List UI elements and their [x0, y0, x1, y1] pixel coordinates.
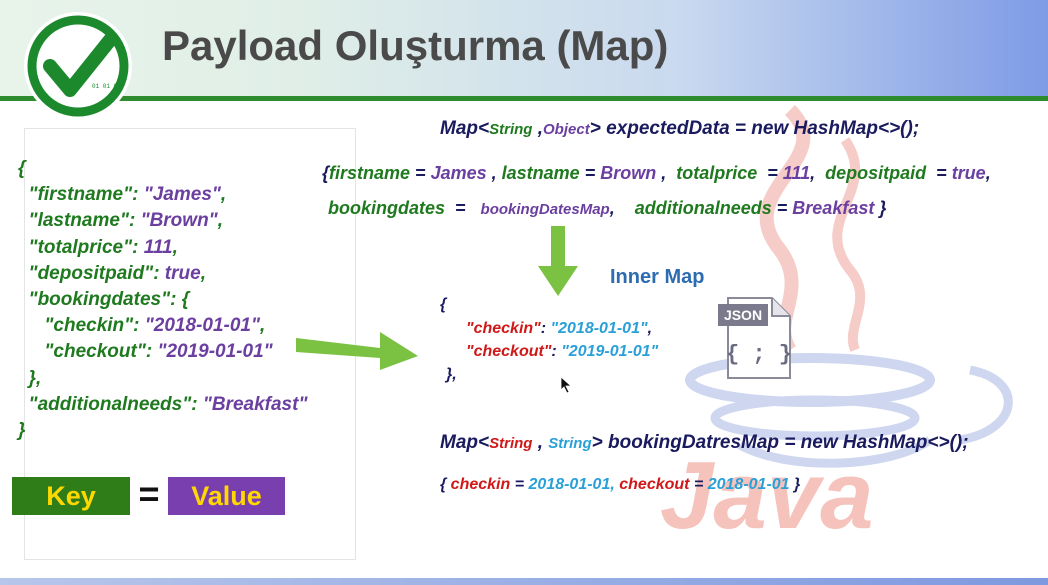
- outer-key-additionalneeds: additionalneeds: [634, 198, 772, 218]
- inner-val-checkout: "2019-01-01": [561, 343, 659, 360]
- inner-map-declaration: Map<String , String> bookingDatresMap = …: [440, 432, 969, 454]
- inner-flat-val-checkin: 2018-01-01,: [528, 476, 615, 493]
- inner-map-checkout: "checkout": "2019-01-01": [466, 343, 659, 360]
- outer-key-lastname: lastname: [501, 163, 580, 183]
- decl-type-object: Object: [543, 121, 590, 138]
- json-key: },: [18, 367, 42, 389]
- json-line: }: [18, 418, 307, 444]
- decl-map: Map<: [440, 118, 490, 139]
- inner-decl-rest: > bookingDatresMap = new HashMap<>();: [591, 432, 969, 453]
- java-logo-watermark: Java: [660, 105, 1013, 549]
- json-line: "checkout": "2019-01-01": [18, 339, 307, 365]
- json-line: "totalprice": 111,: [18, 236, 178, 258]
- outer-map-close: }: [879, 198, 887, 218]
- json-icon-glyph: { ; }: [726, 342, 792, 367]
- outer-val-depositpaid: true: [951, 163, 986, 183]
- logo-digits: 01 01 01: [92, 83, 121, 90]
- decl-comma: ,: [532, 118, 544, 139]
- page-title: Payload Oluşturma (Map): [162, 22, 669, 69]
- json-value: true: [164, 262, 201, 284]
- json-line: "additionalneeds": "Breakfast": [18, 392, 308, 418]
- outer-val-bookingdates: bookingDatesMap: [480, 201, 610, 218]
- inner-map-open: {: [440, 296, 447, 313]
- json-key: "lastname":: [18, 210, 141, 232]
- json-key: "checkout":: [18, 341, 158, 363]
- outer-map-declaration: Map<String ,Object> expectedData = new H…: [440, 118, 919, 140]
- json-value: "2019-01-01": [157, 341, 273, 363]
- down-arrow-icon: [538, 226, 578, 296]
- inner-flat-key-checkin: checkin: [450, 476, 511, 493]
- json-key: "totalprice":: [18, 236, 144, 258]
- json-value: "2018-01-01": [144, 315, 260, 337]
- decl-type-string: String: [489, 121, 533, 138]
- inner-flat-key-checkout: checkout: [619, 476, 690, 493]
- outer-val-totalprice: 111: [782, 163, 811, 183]
- inner-flat-close: }: [794, 476, 801, 493]
- json-file-icon: JSON { ; }: [718, 297, 792, 379]
- inner-decl-map: Map<: [440, 432, 490, 453]
- outer-val-firstname: James: [430, 163, 487, 183]
- json-value: "James": [143, 184, 221, 206]
- json-line: "depositpaid": true,: [18, 262, 206, 284]
- json-key: "depositpaid":: [18, 262, 165, 284]
- json-payload: { "firstname": "James", "lastname": "Bro…: [18, 156, 307, 444]
- header-banner: [0, 0, 1048, 96]
- outer-val-lastname: Brown: [600, 163, 657, 183]
- json-frame: [24, 128, 356, 560]
- json-key: }: [18, 420, 26, 442]
- json-line: },: [18, 366, 307, 392]
- decl-rest: > expectedData = new HashMap<>();: [589, 118, 920, 139]
- inner-decl-type2: String: [548, 435, 592, 452]
- outer-map-line-2: bookingdates = bookingDatesMap, addition…: [328, 198, 887, 218]
- inner-decl-comma: ,: [532, 432, 549, 453]
- inner-decl-type1: String: [489, 435, 533, 452]
- json-line: {: [18, 156, 307, 182]
- json-key: {: [18, 158, 26, 179]
- json-key: "bookingdates":: [18, 289, 182, 311]
- json-value: "Breakfast": [202, 393, 308, 415]
- json-icon-label: JSON: [724, 307, 762, 323]
- footer-bar: [0, 578, 1048, 585]
- java-watermark-text: Java: [660, 442, 874, 549]
- inner-val-checkin: "2018-01-01": [550, 320, 648, 337]
- inner-flat-open: {: [440, 476, 451, 493]
- json-line: "firstname": "James",: [18, 184, 227, 206]
- outer-map-line-1: {firstname = James , lastname = Brown , …: [322, 163, 991, 183]
- inner-key-checkin: "checkin": [466, 320, 541, 337]
- outer-key-depositpaid: depositpaid: [825, 163, 927, 183]
- inner-map-checkin: "checkin": "2018-01-01",: [466, 320, 653, 337]
- legend-value-box: Value: [168, 477, 285, 515]
- json-key: "checkin":: [18, 315, 145, 337]
- json-line: "bookingdates": {: [18, 287, 307, 313]
- outer-key-totalprice: totalprice: [676, 163, 758, 183]
- legend-equals-sign: =: [138, 473, 160, 514]
- inner-flat-val-checkout: 2018-01-01: [707, 476, 790, 493]
- outer-key-bookingdates: bookingdates: [328, 198, 446, 218]
- json-value: "Brown": [140, 210, 218, 232]
- outer-key-firstname: firstname: [329, 163, 411, 183]
- inner-map-flat: { checkin = 2018-01-01, checkout = 2018-…: [440, 476, 801, 493]
- outer-map-open: {: [322, 163, 330, 183]
- right-arrow-icon: [296, 332, 418, 370]
- json-value: {: [181, 289, 190, 311]
- json-line: "checkin": "2018-01-01",: [18, 315, 266, 337]
- outer-val-additionalneeds: Breakfast: [792, 198, 875, 218]
- json-key: "additionalneeds":: [18, 393, 203, 415]
- json-value: 111: [143, 236, 173, 258]
- legend-key-box: Key: [12, 477, 130, 515]
- inner-map-title: Inner Map: [610, 266, 705, 288]
- json-key: "firstname":: [18, 184, 144, 206]
- mouse-cursor-icon: [561, 377, 573, 393]
- json-line: "lastname": "Brown",: [18, 210, 223, 232]
- inner-map-close: },: [446, 366, 457, 383]
- inner-key-checkout: "checkout": [466, 343, 552, 360]
- checkmark-logo-icon: 01 01 01: [24, 12, 132, 120]
- header-divider: [0, 96, 1048, 101]
